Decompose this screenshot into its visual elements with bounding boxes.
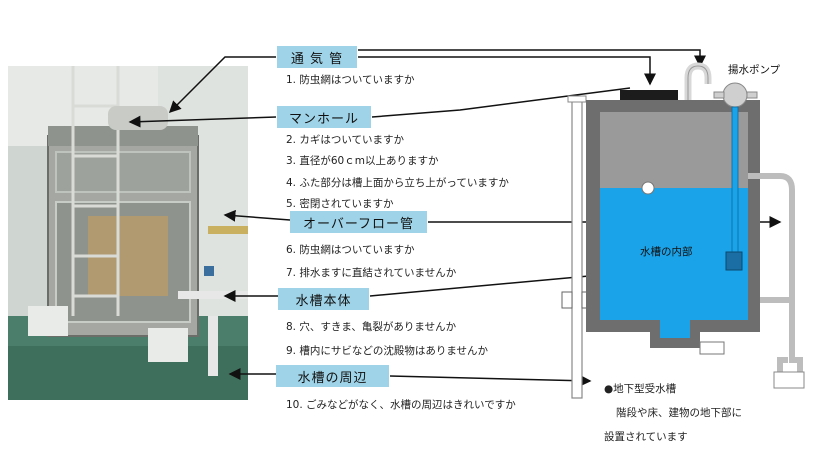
tank-interior-label: 水槽の内部	[640, 244, 693, 259]
checklist-item: 6. 防虫網はついていますか	[286, 242, 415, 257]
label-overflow-pipe: オーバーフロー管	[290, 211, 427, 233]
label-vent-pipe: 通 気 管	[277, 46, 357, 68]
checklist-item: 1. 防虫網はついていますか	[286, 72, 415, 87]
checklist-item: 5. 密閉されていますか	[286, 196, 394, 211]
checklist-item: 9. 槽内にサビなどの沈殿物はありませんか	[286, 343, 488, 358]
pump-label: 揚水ポンプ	[728, 62, 780, 77]
checklist-item: 2. カギはついていますか	[286, 132, 404, 147]
checklist-item: 10. ごみなどがなく、水槽の周辺はきれいですか	[286, 397, 516, 412]
checklist-item: 7. 排水ますに直結されていませんか	[286, 265, 456, 280]
checklist-item: 3. 直径が60ｃm以上ありますか	[286, 153, 438, 168]
label-tank-surroundings: 水槽の周辺	[276, 365, 389, 387]
note-location-line2: 設置されています	[604, 429, 688, 444]
checklist-item: 8. 穴、すきま、亀裂がありませんか	[286, 319, 456, 334]
label-tank-body: 水槽本体	[278, 288, 369, 310]
label-manhole: マンホール	[277, 106, 371, 128]
checklist-item: 4. ふた部分は槽上面から立ち上がっていますか	[286, 175, 509, 190]
note-underground-tank: ●地下型受水槽	[604, 381, 676, 396]
note-location-line1: 階段や床、建物の地下部に	[616, 405, 742, 420]
